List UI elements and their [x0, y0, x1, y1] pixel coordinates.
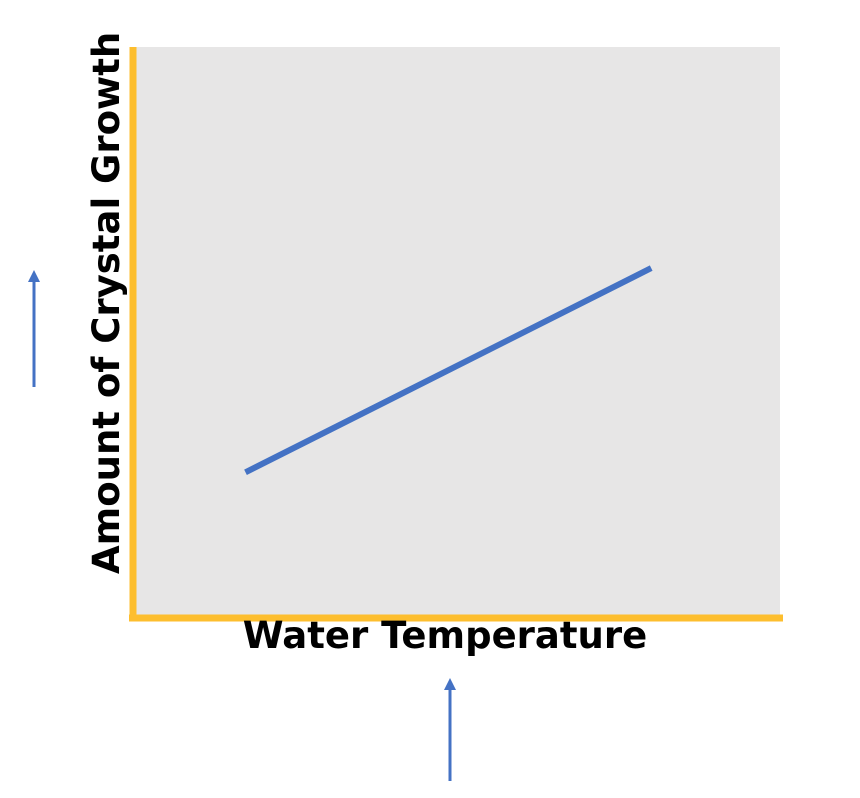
plot-area — [133, 47, 780, 618]
series-layer — [244, 265, 653, 475]
series-line-0 — [244, 265, 653, 475]
y-axis-label: Amount of Crystal Growth — [85, 31, 128, 574]
x-axis-label: Water Temperature — [242, 614, 648, 657]
